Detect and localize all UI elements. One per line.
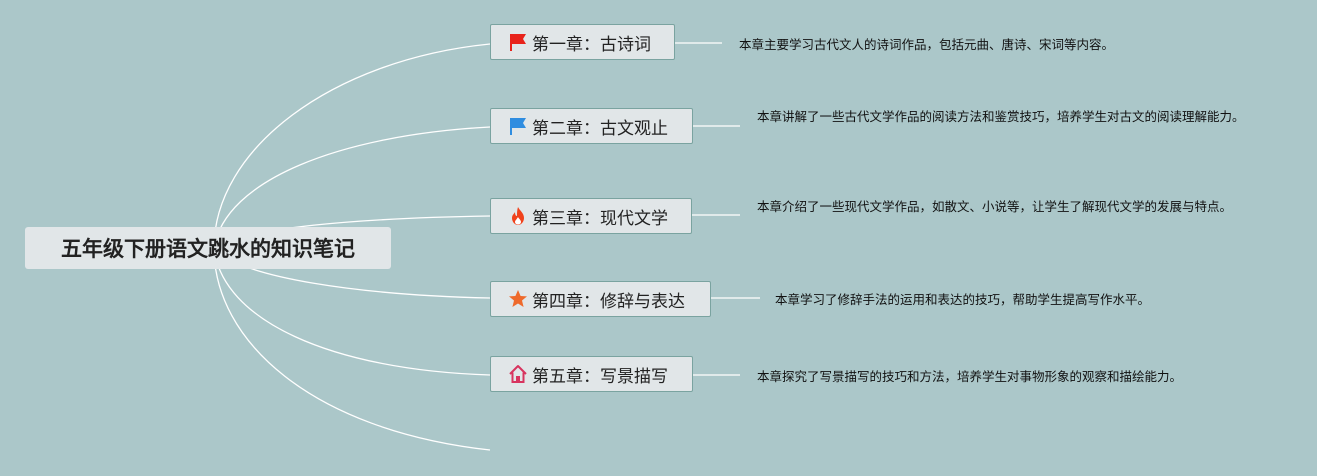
fire-icon [507,205,529,227]
red-flag-icon [507,31,529,53]
note-chapter-4: 本章学习了修辞手法的运用和表达的技巧，帮助学生提高写作水平。 [775,292,1151,307]
blue-flag-icon [507,115,529,137]
branch-line-5 [213,247,491,376]
topic-chapter-3[interactable]: 第三章：现代文学 [490,198,692,234]
note-chapter-3: 本章介绍了一些现代文学作品，如散文、小说等，让学生了解现代文学的发展与特点。 [757,199,1233,214]
topic-chapter-2[interactable]: 第二章：古文观止 [490,108,693,144]
note-chapter-5: 本章探究了写景描写的技巧和方法，培养学生对事物形象的观察和描绘能力。 [757,369,1183,384]
topic-label: 第四章：修辞与表达 [532,291,685,312]
branch-line-2 [213,126,491,249]
topic-label: 第二章：古文观止 [532,118,668,139]
topic-chapter-4[interactable]: 第四章：修辞与表达 [490,281,711,317]
central-topic[interactable]: 五年级下册语文跳水的知识笔记 [25,227,391,269]
home-icon [507,363,529,385]
branch-line-1 [213,43,491,249]
note-chapter-1: 本章主要学习古代文人的诗词作品，包括元曲、唐诗、宋词等内容。 [739,37,1115,52]
topic-chapter-1[interactable]: 第一章：古诗词 [490,24,675,60]
topic-label: 第五章：写景描写 [532,366,668,387]
note-chapter-2: 本章讲解了一些古代文学作品的阅读方法和鉴赏技巧，培养学生对古文的阅读理解能力。 [757,109,1245,124]
topic-label: 第三章：现代文学 [532,208,668,229]
central-topic-label: 五年级下册语文跳水的知识笔记 [61,237,355,261]
branch-line-6 [213,247,491,451]
topic-label: 第一章：古诗词 [532,34,651,55]
star-icon [507,288,529,310]
topic-chapter-5[interactable]: 第五章：写景描写 [490,356,693,392]
